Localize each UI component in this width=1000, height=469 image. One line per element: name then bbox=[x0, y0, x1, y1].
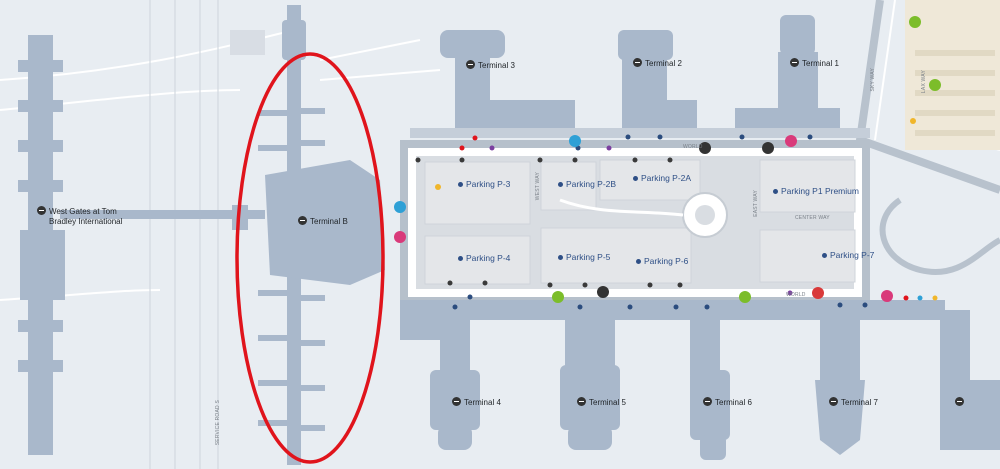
parking-p4-label[interactable]: Parking P-4 bbox=[458, 253, 510, 263]
terminal-4-label[interactable]: Terminal 4 bbox=[452, 397, 501, 408]
parking-p1-label[interactable]: Parking P1 Premium bbox=[773, 186, 859, 196]
airplane-icon bbox=[633, 58, 642, 67]
parking-p7-label[interactable]: Parking P-7 bbox=[822, 250, 874, 260]
highlight-ellipse bbox=[235, 52, 385, 464]
parking-marker-icon bbox=[558, 182, 563, 187]
parking-lots bbox=[424, 159, 856, 285]
transit-stops bbox=[415, 118, 938, 310]
airplane-icon bbox=[577, 397, 586, 406]
parking-marker-icon bbox=[773, 189, 778, 194]
airplane-icon bbox=[452, 397, 461, 406]
terminal-5-label[interactable]: Terminal 5 bbox=[577, 397, 626, 408]
terminal-8-icon-label[interactable] bbox=[955, 397, 967, 408]
service-road-label: SERVICE ROAD S bbox=[215, 400, 221, 446]
world-way-bottom-label: WORLD bbox=[786, 292, 806, 298]
airplane-icon bbox=[37, 206, 46, 215]
airplane-icon bbox=[955, 397, 964, 406]
runway-markings bbox=[149, 0, 219, 469]
airplane-icon bbox=[298, 216, 307, 225]
parking-p5-label[interactable]: Parking P-5 bbox=[558, 252, 610, 262]
parking-marker-icon bbox=[636, 259, 641, 264]
parking-p2b-label[interactable]: Parking P-2B bbox=[558, 179, 616, 189]
parking-marker-icon bbox=[558, 255, 563, 260]
terminal-b-label[interactable]: Terminal B bbox=[298, 216, 348, 227]
parking-p2a-label[interactable]: Parking P-2A bbox=[633, 173, 691, 183]
west-way-label: WEST WAY bbox=[535, 172, 541, 201]
parking-p3-label[interactable]: Parking P-3 bbox=[458, 179, 510, 189]
terminal-7-label[interactable]: Terminal 7 bbox=[829, 397, 878, 408]
parking-p6-label[interactable]: Parking P-6 bbox=[636, 256, 688, 266]
airplane-icon bbox=[790, 58, 799, 67]
parking-marker-icon bbox=[458, 182, 463, 187]
terminal-6-label[interactable]: Terminal 6 bbox=[703, 397, 752, 408]
center-way-label: CENTER WAY bbox=[795, 215, 830, 221]
terminal-1-label[interactable]: Terminal 1 bbox=[790, 58, 839, 69]
transit-badges bbox=[394, 16, 941, 303]
lax-way-label: LAX WAY bbox=[921, 70, 927, 94]
east-way-label: EAST WAY bbox=[753, 190, 759, 217]
airplane-icon bbox=[466, 60, 475, 69]
airplane-icon bbox=[703, 397, 712, 406]
terminal-2-label[interactable]: Terminal 2 bbox=[633, 58, 682, 69]
parking-marker-icon bbox=[458, 256, 463, 261]
sky-way-label: SKY WAY bbox=[870, 68, 876, 92]
airplane-icon bbox=[829, 397, 838, 406]
terminal-3-label[interactable]: Terminal 3 bbox=[466, 60, 515, 71]
parking-marker-icon bbox=[633, 176, 638, 181]
world-way-top-label: WORLD bbox=[683, 144, 703, 150]
parking-marker-icon bbox=[822, 253, 827, 258]
